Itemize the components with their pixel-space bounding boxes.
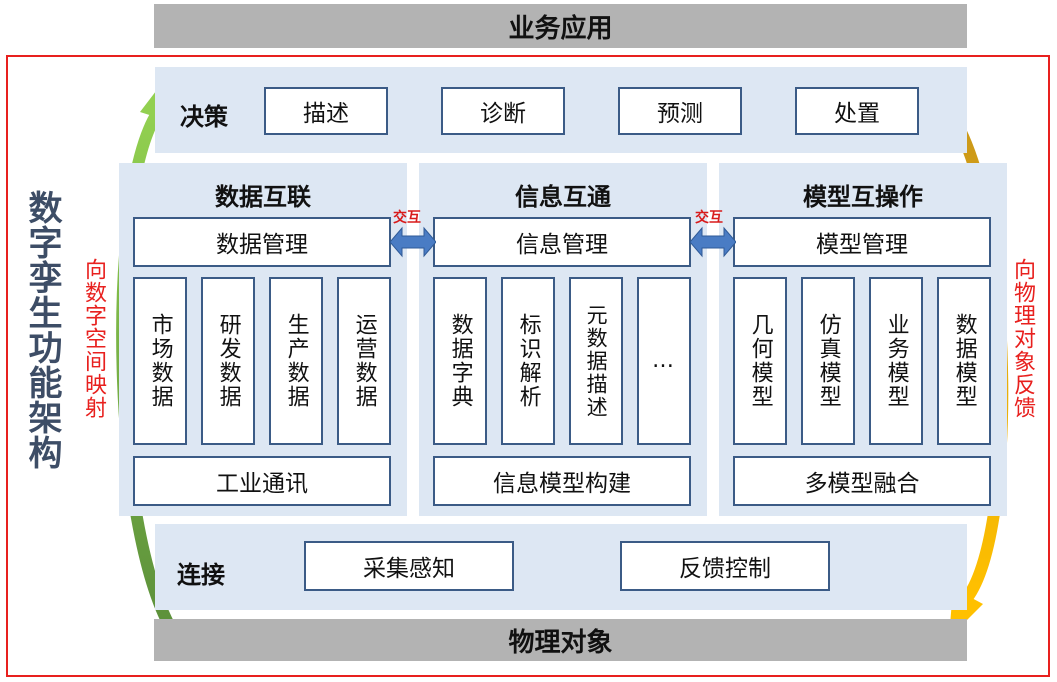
information-model-construction-box: 信息模型构建 [433,456,691,506]
architecture-frame [6,55,1050,677]
multi-model-fusion-box: 多模型融合 [733,456,991,506]
model-management-box: 模型管理 [733,217,991,267]
data-dictionary-box: 数据字典 [433,277,487,445]
exchange-arrow-2 [690,226,736,258]
connection-panel [155,524,967,610]
right-feedback-note: 向物理对象反馈 [1010,258,1035,419]
data-model-box: 数据模型 [937,277,991,445]
simulation-model-box: 仿真模型 [801,277,855,445]
column-title: 数据互联 [215,183,311,211]
top-bar-business-application: 业务应用 [154,4,967,48]
feedback-control-box: 反馈控制 [620,541,830,591]
geometry-model-box: 几何模型 [733,277,787,445]
column-title: 模型互操作 [803,183,923,211]
decision-item-handle: 处置 [795,87,919,135]
connection-label: 连接 [177,561,225,589]
bottom-bar-physical-object: 物理对象 [154,619,967,661]
business-model-box: 业务模型 [869,277,923,445]
ellipsis-box: … [637,277,691,445]
decision-item-diagnose: 诊断 [441,87,565,135]
acquisition-sensing-box: 采集感知 [304,541,514,591]
identifier-resolution-box: 标识解析 [501,277,555,445]
top-bar-label: 业务应用 [508,13,613,44]
decision-label: 决策 [180,103,228,131]
column-title: 信息互通 [515,183,611,211]
exchange-label-1: 交互 [393,210,421,226]
bottom-bar-label: 物理对象 [508,627,613,658]
information-management-box: 信息管理 [433,217,691,267]
decision-item-describe: 描述 [264,87,388,135]
rnd-data-box: 研发数据 [201,277,255,445]
operation-data-box: 运营数据 [337,277,391,445]
decision-item-predict: 预测 [618,87,742,135]
exchange-label-2: 交互 [695,210,723,226]
industrial-communication-box: 工业通讯 [133,456,391,506]
market-data-box: 市场数据 [133,277,187,445]
production-data-box: 生产数据 [269,277,323,445]
side-title: 数字孪生功能架构 [22,190,62,470]
left-mapping-note: 向数字空间映射 [81,258,106,419]
data-management-box: 数据管理 [133,217,391,267]
metadata-description-box: 元数据描述 [569,277,623,445]
exchange-arrow-1 [390,226,436,258]
